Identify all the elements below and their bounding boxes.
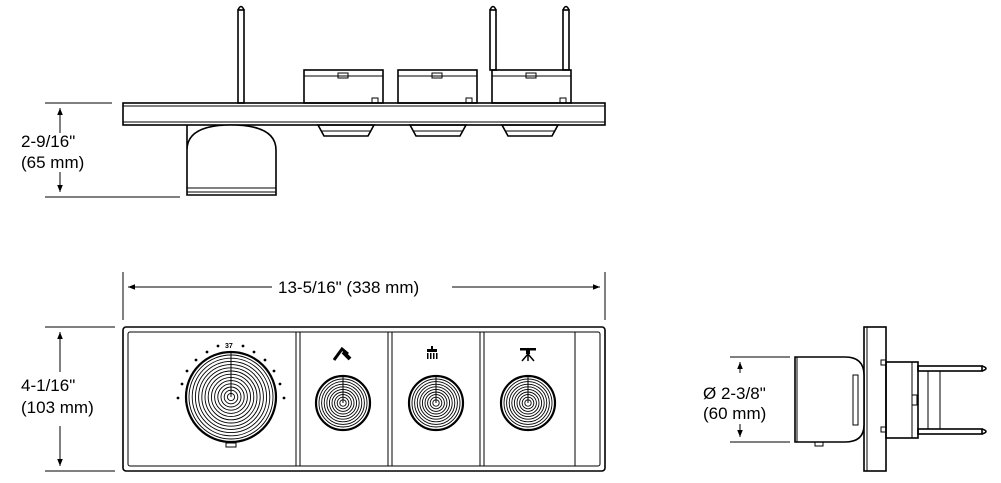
depth-mm-label: (65 mm) — [21, 153, 84, 172]
control-panel — [122, 326, 606, 472]
thermostat-body — [186, 124, 277, 196]
dial-notch — [225, 442, 237, 448]
handshower-knob[interactable] — [314, 374, 372, 432]
valve-box-3 — [489, 5, 572, 137]
front-view: 13-5/16" (338 mm) 4-1/16" (103 mm) — [21, 272, 606, 472]
valve-box-1 — [303, 69, 384, 137]
valve-box-2 — [397, 69, 478, 137]
diameter-inches-label: Ø 2-3/8" — [703, 384, 766, 403]
width-label: 13-5/16" (338 mm) — [278, 278, 419, 297]
showerhead-knob[interactable] — [499, 374, 557, 432]
showerhead-icon — [520, 348, 536, 362]
rain-shower-icon — [427, 346, 438, 359]
diameter-mm-label: (60 mm) — [703, 404, 766, 423]
rain-shower-knob[interactable] — [407, 374, 465, 432]
thermostat-dial[interactable] — [184, 350, 278, 444]
side-pin-upper — [917, 365, 983, 372]
dial-setpoint-label: 37 — [225, 343, 233, 350]
left-pin — [237, 9, 245, 104]
depth-inches-label: 2-9/16" — [21, 132, 75, 151]
height-inches-label: 4-1/16" — [21, 376, 75, 395]
temperature-scale-dots — [176, 344, 286, 400]
side-pin-lower — [917, 428, 983, 435]
side-view: Ø 2-3/8" (60 mm) — [703, 326, 987, 472]
top-view: 2-9/16" (65 mm) — [21, 5, 606, 198]
handshower-icon — [332, 346, 352, 361]
side-valve-box — [885, 361, 919, 439]
side-body — [794, 356, 865, 443]
height-mm-label: (103 mm) — [21, 398, 94, 417]
